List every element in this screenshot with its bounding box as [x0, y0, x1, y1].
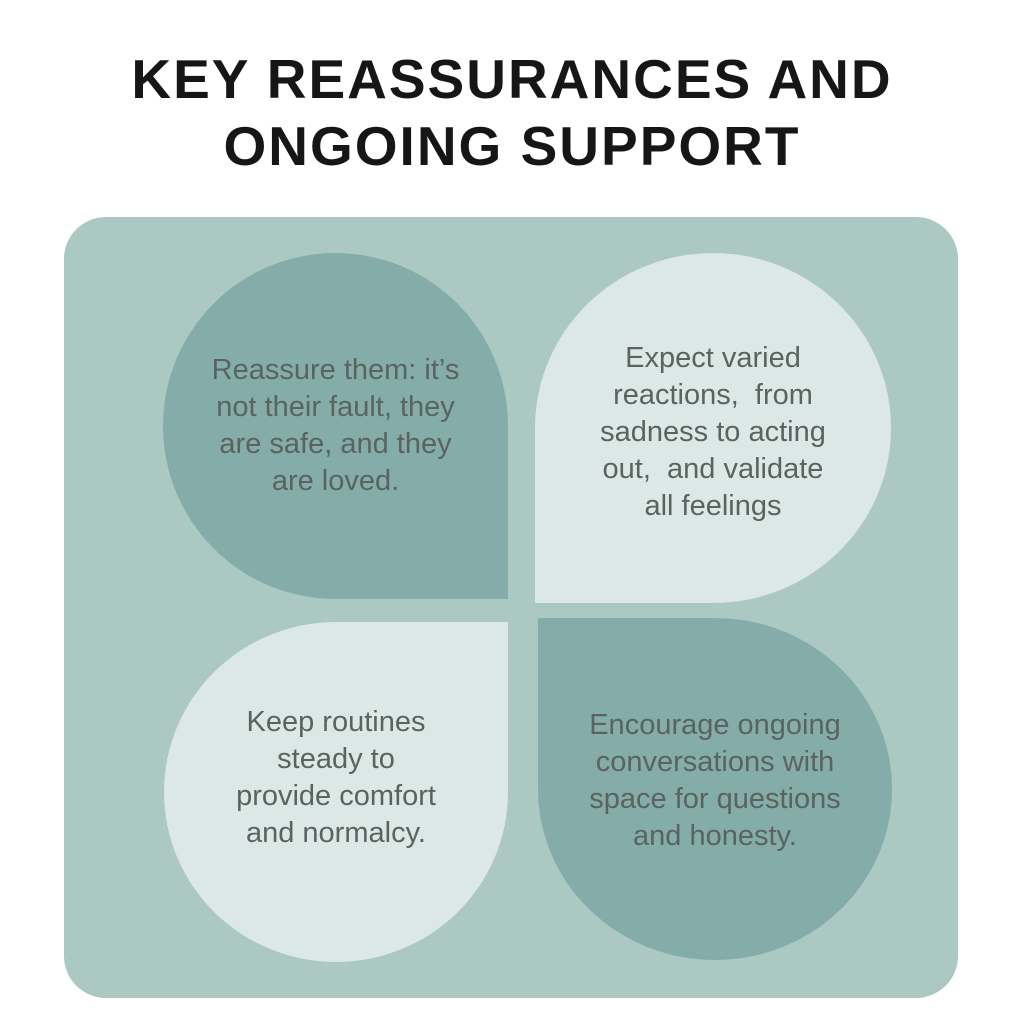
- petal-bottom-right-text: Encourage ongoing conversations with spa…: [589, 709, 841, 852]
- petal-bottom-left: Keep routines steady to provide comfort …: [164, 622, 508, 962]
- petal-bottom-right: Encourage ongoing conversations with spa…: [538, 618, 892, 960]
- page-title-line-2: ONGOING SUPPORT: [223, 115, 801, 177]
- content-panel: Reassure them: it’s not their fault, the…: [64, 217, 958, 998]
- petal-top-left-text: Reassure them: it’s not their fault, the…: [211, 354, 460, 497]
- petal-top-right: Expect varied reactions, from sadness to…: [535, 253, 891, 603]
- petal-top-left: Reassure them: it’s not their fault, the…: [163, 253, 508, 599]
- page-title: KEY REASSURANCES AND ONGOING SUPPORT: [0, 46, 1024, 180]
- petal-bottom-left-text: Keep routines steady to provide comfort …: [236, 706, 436, 849]
- petal-top-right-text: Expect varied reactions, from sadness to…: [600, 341, 826, 522]
- page-title-line-1: KEY REASSURANCES AND: [131, 48, 893, 110]
